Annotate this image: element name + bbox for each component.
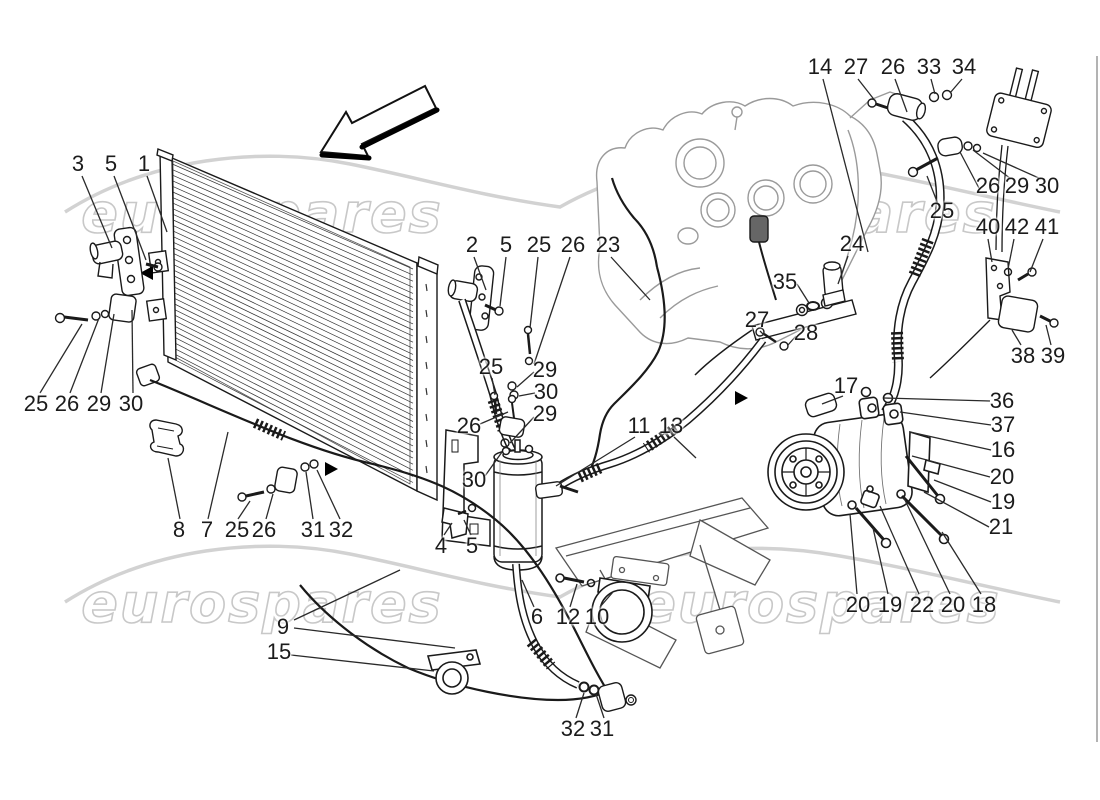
engine-head-drawing xyxy=(595,91,903,350)
drier-fasteners xyxy=(489,325,534,457)
part-label[interactable]: 20 xyxy=(989,464,1015,489)
part-label[interactable]: 29 xyxy=(532,401,558,426)
part-label[interactable]: 26 xyxy=(975,173,1001,198)
part-label[interactable]: 4 xyxy=(434,533,448,558)
part-label[interactable]: 14 xyxy=(807,54,833,79)
part-label[interactable]: 30 xyxy=(1034,173,1060,198)
part-label[interactable]: 25 xyxy=(224,517,250,542)
part-label[interactable]: 29 xyxy=(1004,173,1030,198)
part-label[interactable]: 20 xyxy=(845,592,871,617)
condenser-drawing xyxy=(145,148,439,502)
pointer-triangles xyxy=(140,266,748,476)
part-label[interactable]: 30 xyxy=(533,379,559,404)
part-label[interactable]: 12 xyxy=(555,604,581,629)
pipe-clamp-15 xyxy=(426,649,482,695)
part-label[interactable]: 9 xyxy=(276,614,290,639)
part-label[interactable]: 5 xyxy=(465,533,479,558)
hose-14 xyxy=(881,114,945,415)
clip-8-parts xyxy=(149,419,319,502)
part-label[interactable]: 23 xyxy=(595,232,621,257)
part-label[interactable]: 22 xyxy=(909,592,935,617)
part-label[interactable]: 2 xyxy=(465,232,479,257)
part-label[interactable]: 26 xyxy=(251,517,277,542)
part-label[interactable]: 5 xyxy=(104,151,118,176)
part-label[interactable]: 17 xyxy=(833,373,859,398)
part-label[interactable]: 42 xyxy=(1004,214,1030,239)
part-label[interactable]: 25 xyxy=(23,391,49,416)
part-label[interactable]: 10 xyxy=(584,604,610,629)
part-label[interactable]: 38 xyxy=(1010,343,1036,368)
part-label[interactable]: 34 xyxy=(951,54,977,79)
sleeve-17 xyxy=(804,392,838,418)
part-label[interactable]: 18 xyxy=(971,592,997,617)
right-fitting-parts xyxy=(907,136,1009,253)
part-label[interactable]: 3 xyxy=(71,151,85,176)
part-label[interactable]: 33 xyxy=(916,54,942,79)
left-bracket-parts xyxy=(54,226,163,324)
part-label[interactable]: 25 xyxy=(478,354,504,379)
part-label[interactable]: 6 xyxy=(530,604,544,629)
part-label[interactable]: 28 xyxy=(793,320,819,345)
part-label[interactable]: 41 xyxy=(1034,214,1060,239)
part-label[interactable]: 24 xyxy=(839,231,865,256)
watermark-text: eurospares xyxy=(639,572,1000,635)
part-label[interactable]: 16 xyxy=(990,437,1016,462)
part-label[interactable]: 21 xyxy=(988,514,1014,539)
part-label[interactable]: 35 xyxy=(772,269,798,294)
leader-lines xyxy=(39,78,1052,719)
pressure-rail-parts xyxy=(694,215,857,376)
part-label[interactable]: 30 xyxy=(461,467,487,492)
part-label[interactable]: 5 xyxy=(499,232,513,257)
part-label[interactable]: 8 xyxy=(172,517,186,542)
part-label[interactable]: 26 xyxy=(54,391,80,416)
part-label[interactable]: 29 xyxy=(532,357,558,382)
part-label[interactable]: 29 xyxy=(86,391,112,416)
part-label[interactable]: 31 xyxy=(300,517,326,542)
part-label[interactable]: 7 xyxy=(200,517,214,542)
part-label[interactable]: 11 xyxy=(627,413,651,438)
part-label[interactable]: 26 xyxy=(880,54,906,79)
top-right-mount xyxy=(986,67,1052,149)
part-label[interactable]: 31 xyxy=(589,716,615,741)
part-label[interactable]: 27 xyxy=(744,307,770,332)
receiver-drier-drawing xyxy=(441,429,543,571)
part-label[interactable]: 25 xyxy=(929,198,955,223)
part-label[interactable]: 30 xyxy=(118,391,144,416)
part-label[interactable]: 1 xyxy=(137,151,151,176)
part-label[interactable]: 36 xyxy=(989,388,1015,413)
part-label[interactable]: 27 xyxy=(843,54,869,79)
part-label[interactable]: 40 xyxy=(975,214,1001,239)
part-label[interactable]: 15 xyxy=(266,639,292,664)
hose-to-fitting-11 xyxy=(534,337,767,499)
direction-arrow xyxy=(319,84,440,161)
part-label[interactable]: 20 xyxy=(940,592,966,617)
pipe-23 xyxy=(587,177,666,475)
compressor-drawing xyxy=(767,386,950,549)
part-label[interactable]: 13 xyxy=(658,413,684,438)
part-label[interactable]: 26 xyxy=(456,413,482,438)
part-label[interactable]: 19 xyxy=(990,489,1016,514)
bracket-2-parts xyxy=(447,265,504,331)
part-label[interactable]: 32 xyxy=(560,716,586,741)
part-label[interactable]: 26 xyxy=(560,232,586,257)
watermark-text: eurospares xyxy=(81,572,442,635)
part-label[interactable]: 25 xyxy=(526,232,552,257)
part-label[interactable]: 19 xyxy=(877,592,903,617)
part-label[interactable]: 39 xyxy=(1040,343,1066,368)
part-label[interactable]: 32 xyxy=(328,517,354,542)
bracket-40-parts xyxy=(929,257,1059,379)
watermark-swoosh xyxy=(64,154,1061,604)
part-label[interactable]: 37 xyxy=(990,412,1016,437)
clamp-10-parts xyxy=(555,573,653,643)
